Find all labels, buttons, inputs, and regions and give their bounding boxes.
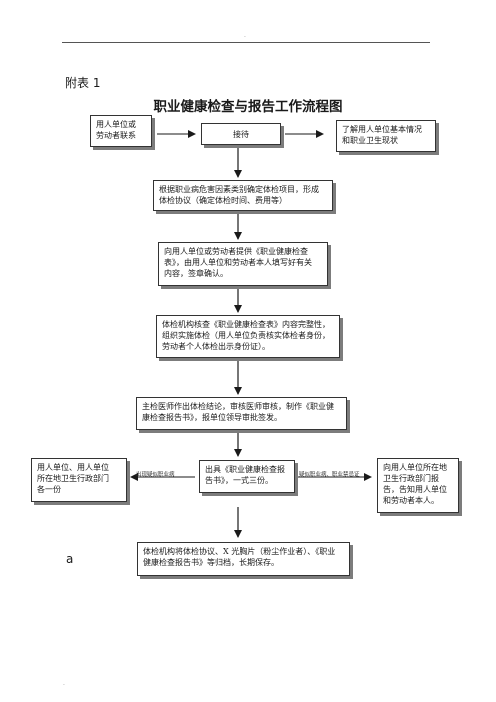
box-reception: 接待 [201, 123, 281, 145]
box-right-recipient: 向用人单位所在地 卫生行政部门报 告，告知用人单位 和劳动者本人。 [377, 458, 459, 513]
side-letter: a [66, 552, 74, 566]
label-right-arrow: 疑似职业病、职业禁忌证 [299, 472, 360, 478]
header-dot: · [244, 34, 246, 41]
page-title: 职业健康检查与报告工作流程图 [153, 99, 343, 115]
appendix-label: 附表 1 [65, 76, 101, 90]
box-issue-report: 出具《职业健康检查报 告书》，一式三份。 [199, 460, 295, 493]
box-determine-items: 根据职业病危害因素类别确定体检项目，形成 体检协议（确定体检时间、费用等） [153, 180, 333, 211]
box-chief-doctor: 主检医师作出体检结论，审核医师审核，制作《职业健 康检查报告书》，报单位领导审批… [136, 397, 347, 430]
box-archive: 体检机构将体检协议、X 光胸片（粉尘作业者）、《职业 健康检查报告书》等归档，长… [137, 542, 350, 576]
box-verify-form: 体检机构核查《职业健康检查表》内容完整性， 组织实施体检（用人单位负责核实体检者… [156, 315, 340, 358]
box-left-recipient: 用人单位、用人单位 所在地卫生行政部门 各一份 [31, 458, 127, 502]
box-understand: 了解用人单位基本情况 和职业卫生现状 [336, 120, 436, 152]
footer-dot: · [63, 682, 65, 689]
label-left-arrow: 出现疑似职业病 [136, 472, 175, 478]
box-provide-form: 向用人单位或劳动者提供《职业健康检查 表》，由用人单位和劳动者本人填写好有关 内… [158, 242, 328, 286]
box-contact: 用人单位或 劳动者联系 [90, 115, 152, 147]
header-rule [62, 42, 430, 43]
